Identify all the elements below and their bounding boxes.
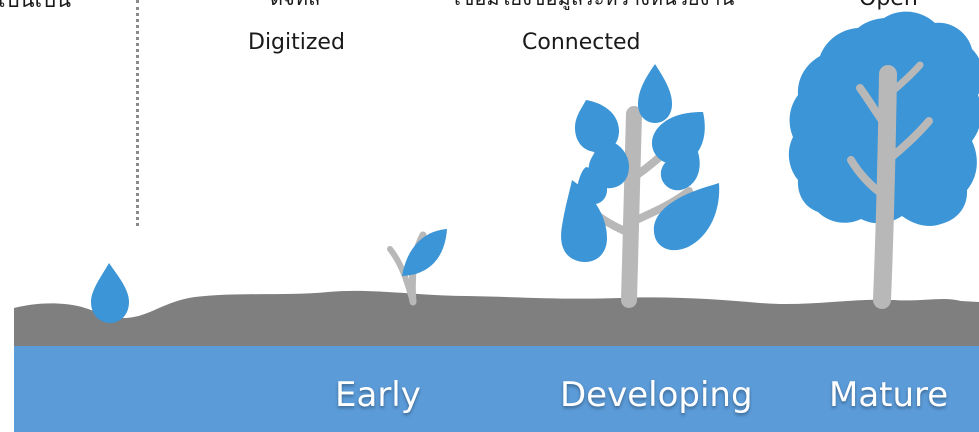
sprout-icon	[387, 229, 447, 306]
top-label-thai-center-left: ดิจิทัล	[270, 0, 320, 8]
stage-band	[14, 346, 979, 432]
ground	[14, 290, 979, 346]
top-label-thai-center: เชื่อมโยงข้อมูลระหว่างหน่วยงาน	[454, 0, 734, 8]
top-label-open: Open	[859, 0, 918, 10]
young-tree-icon	[561, 64, 720, 308]
mature-tree-icon	[788, 11, 979, 309]
seed-icon	[91, 263, 129, 323]
stage-label-developing: Developing	[560, 375, 753, 415]
top-label-thai-left: เป็นเปิน	[0, 0, 72, 13]
stage-title-connected: Connected	[522, 30, 641, 55]
stage-title-digitized: Digitized	[248, 30, 345, 55]
stage-divider	[136, 0, 139, 226]
stage-label-early: Early	[335, 375, 421, 415]
stage-label-mature: Mature	[829, 375, 949, 415]
